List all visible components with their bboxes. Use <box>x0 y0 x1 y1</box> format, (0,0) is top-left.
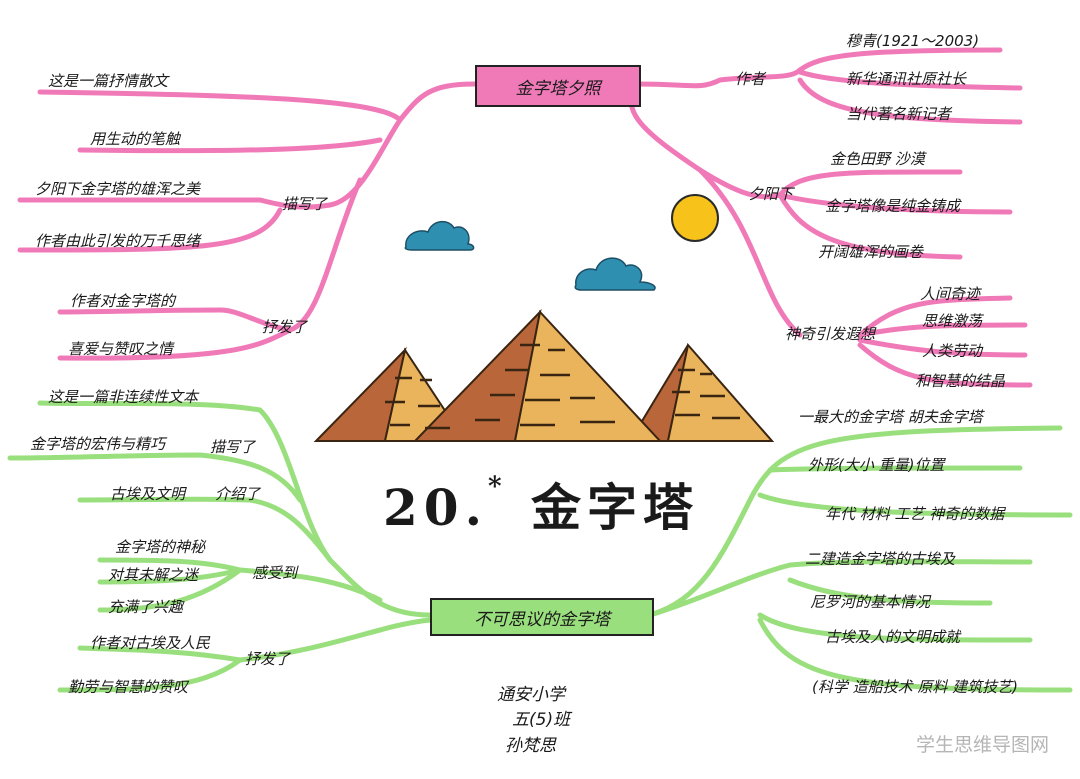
node-text: 金字塔的神秘 <box>115 538 206 556</box>
bottom-topic-label: 不可思议的金字塔 <box>474 609 610 630</box>
node-text: 作者对金字塔的 <box>70 292 176 310</box>
node-text: 尼罗河的基本情况 <box>810 593 931 611</box>
sun-icon <box>671 194 719 242</box>
node-text: 一最大的金字塔 胡夫金字塔 <box>798 408 983 426</box>
branch-label: 描写了 <box>210 438 256 456</box>
node-text: 古埃及人的文明成就 <box>825 628 961 646</box>
author-class: 五(5)班 <box>512 710 571 730</box>
node-text: 对其未解之迷 <box>108 566 199 584</box>
branch-label: 神奇引发遐想 <box>785 325 876 343</box>
node-text: 外形(大小 重量)位置 <box>808 456 945 474</box>
branch-label: 夕阳下 <box>748 185 794 203</box>
bottom-topic-box: 不可思议的金字塔 <box>430 598 654 636</box>
cloud-icon <box>404 220 475 251</box>
top-topic-label: 金字塔夕照 <box>515 78 601 99</box>
branch-label: 介绍了 <box>215 485 261 503</box>
node-text: 喜爱与赞叹之情 <box>68 340 174 358</box>
lesson-number: 20. <box>383 478 488 537</box>
author-school: 通安小学 <box>497 685 565 705</box>
node-text: 作者由此引发的万千思绪 <box>35 232 201 250</box>
node-text: (科学 造船技术 原料 建筑技艺) <box>812 678 1019 696</box>
cloud-icon <box>574 257 656 291</box>
node-text: 年代 材料 工艺 神奇的数据 <box>825 505 1005 523</box>
node-text: 当代著名新记者 <box>846 105 952 123</box>
branch-label: 抒发了 <box>245 650 291 668</box>
node-text: 开阔雄浑的画卷 <box>818 243 924 261</box>
node-text: 作者对古埃及人民 <box>90 634 211 652</box>
node-text: 和智慧的结晶 <box>915 372 1006 390</box>
node-text: 充满了兴趣 <box>108 598 184 616</box>
branch-label: 感受到 <box>252 564 298 582</box>
bottom-branches <box>7 400 1073 693</box>
node-text: 思维激荡 <box>922 312 983 330</box>
node-text: 勤劳与智慧的赞叹 <box>68 678 189 696</box>
node-text: 这是一篇非连续性文本 <box>48 388 199 406</box>
node-text: 古埃及文明 <box>110 485 186 503</box>
node-text: 用生动的笔触 <box>90 130 181 148</box>
pyramids-illustration <box>313 308 775 442</box>
branch-label: 作者 <box>735 70 766 88</box>
node-text: 夕阳下金字塔的雄浑之美 <box>35 180 201 198</box>
node-text: 人间奇迹 <box>920 285 981 303</box>
node-text: 穆青(1921～2003) <box>846 32 980 50</box>
node-text: 金色田野 沙漠 <box>830 150 925 168</box>
top-topic-box: 金字塔夕照 <box>475 65 641 107</box>
node-text: 金字塔的宏伟与精巧 <box>30 435 166 453</box>
lesson-title-text: 金字塔 <box>531 478 700 537</box>
watermark: 学生思维导图网 <box>916 734 1050 756</box>
lesson-star: * <box>488 472 508 502</box>
author-name: 孙梵思 <box>505 736 556 756</box>
top-branches <box>17 47 1033 388</box>
branch-label: 抒发了 <box>262 318 308 336</box>
node-text: 金字塔像是纯金铸成 <box>825 197 961 215</box>
node-text: 二建造金字塔的古埃及 <box>805 550 956 568</box>
node-text: 人类劳动 <box>922 342 983 360</box>
lesson-title: 20.* 金字塔 <box>383 468 699 540</box>
branch-label: 描写了 <box>282 195 328 213</box>
node-text: 这是一篇抒情散文 <box>48 72 169 90</box>
node-text: 新华通讯社原社长 <box>846 70 967 88</box>
